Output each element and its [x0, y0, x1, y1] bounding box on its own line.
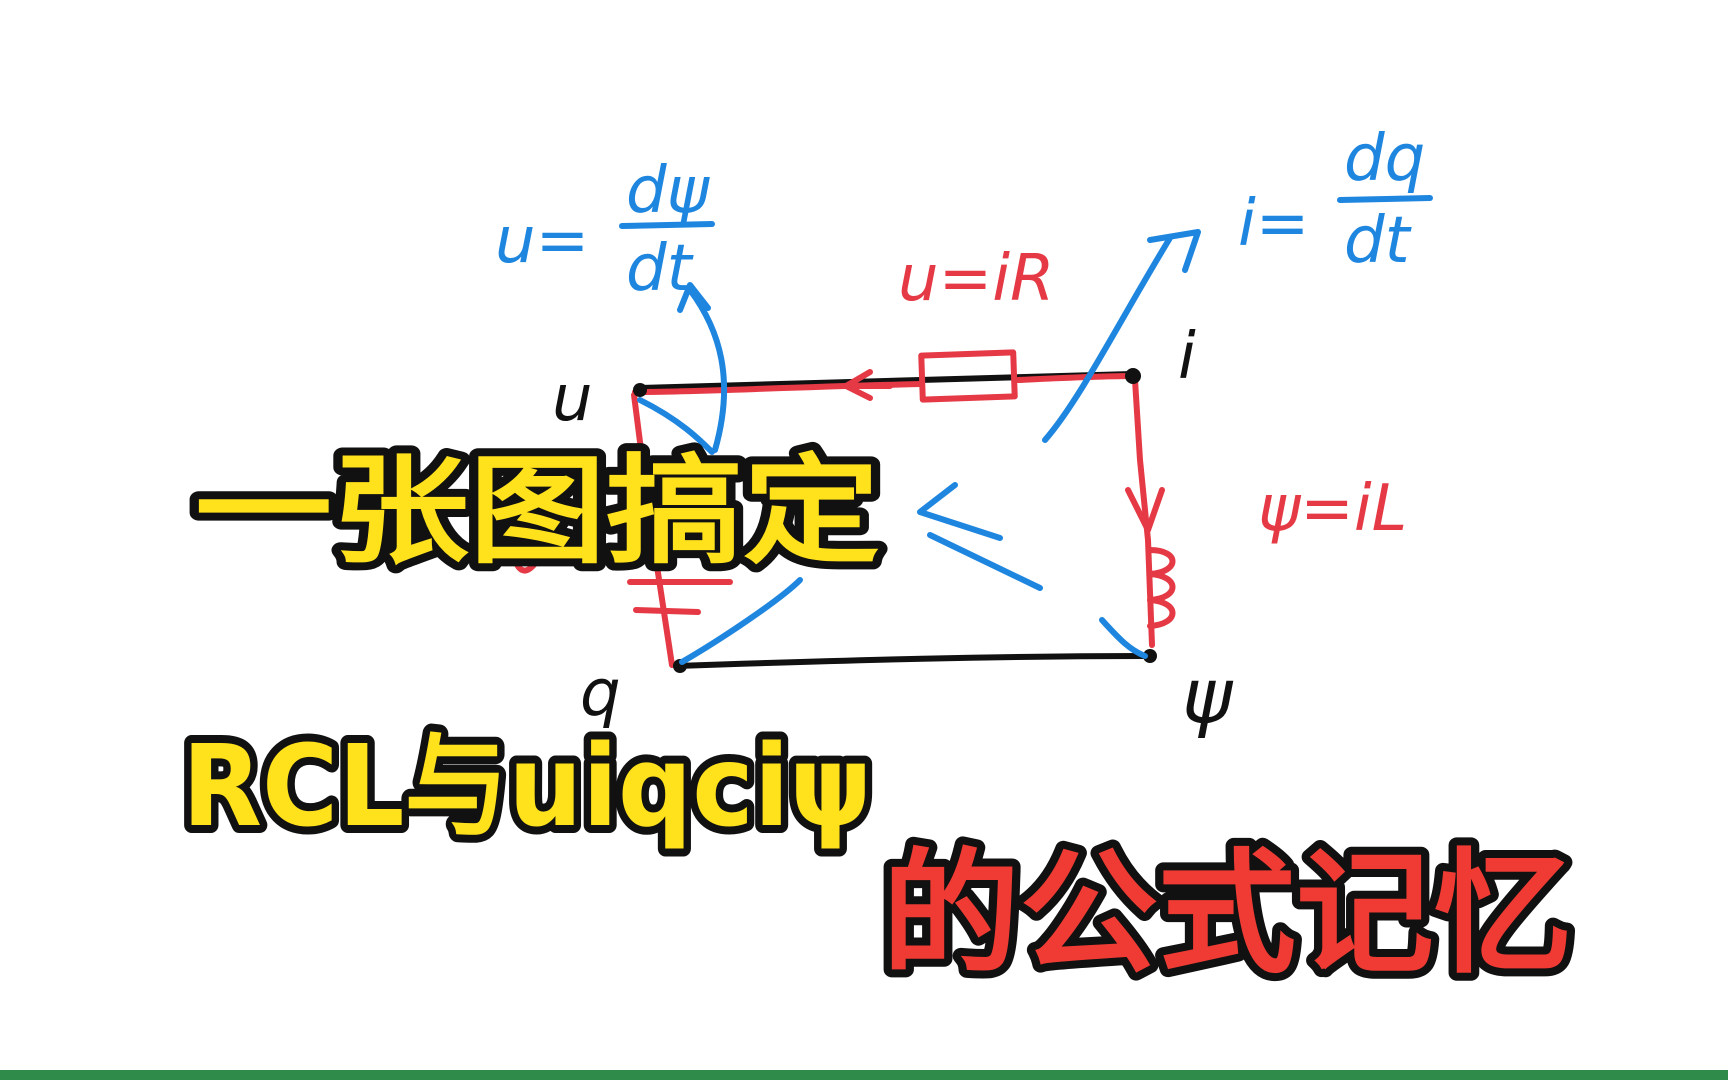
label-i: i: [1178, 320, 1196, 394]
blue-strokes: [637, 229, 1201, 665]
dot-top-right: [1125, 368, 1141, 384]
title-line-1: 一张图搞定: [195, 442, 880, 580]
formula-i-fraction-bar: [1337, 195, 1433, 203]
label-psi: ψ: [1182, 651, 1234, 740]
formula-i-numerator: dq: [1344, 122, 1425, 196]
bottom-black-edge: [673, 653, 1153, 669]
red-circuit: [475, 349, 1176, 668]
blue-lower-left: [679, 577, 803, 665]
formula-u-denominator: dt: [626, 232, 695, 306]
formula-i-lhs: i=: [1238, 187, 1309, 261]
formula-i-dq-dt: i= dq dt: [1238, 122, 1433, 278]
formula-u-ir: u=iR: [898, 242, 1054, 316]
blue-center-dash: [927, 532, 1043, 591]
corner-labels: u i q ψ: [552, 320, 1234, 740]
title-line-3: 的公式记忆: [882, 836, 1572, 992]
label-u: u: [552, 362, 593, 436]
blue-lower-right: [1099, 617, 1148, 659]
bottom-green-strip: [0, 1070, 1728, 1080]
label-q: q: [580, 657, 621, 731]
formula-i-denominator: dt: [1344, 204, 1413, 278]
formula-u-fraction-bar: [619, 221, 715, 229]
blue-arrow-to-i-formula: [1042, 229, 1201, 443]
formula-psi-il: ψ=iL: [1258, 472, 1407, 546]
corner-dots: [633, 368, 1157, 673]
red-top-wire-right: [1015, 373, 1138, 383]
formula-u-dpsi-dt: u= dψ dt: [495, 154, 715, 306]
title-line-2: RCL与uiqciψ: [182, 722, 872, 852]
red-arrow-down: [1125, 487, 1165, 533]
blue-center-chevron: [917, 482, 1003, 541]
resistor: [918, 349, 1018, 403]
capacitor-plate-2: [633, 607, 701, 615]
red-arrow-left: [843, 369, 893, 401]
blue-diagonal-top: [637, 397, 715, 455]
blue-arrow-to-u-formula: [677, 282, 728, 453]
red-scribble: [475, 515, 563, 574]
formula-u-numerator: dψ: [626, 154, 711, 228]
dot-bottom-right: [1143, 649, 1157, 663]
red-left-wire: [631, 392, 675, 668]
dot-top-left: [633, 383, 647, 397]
red-right-wire: [1132, 377, 1155, 648]
formula-u-lhs: u=: [495, 204, 589, 278]
inductor-coil: [1147, 547, 1176, 629]
